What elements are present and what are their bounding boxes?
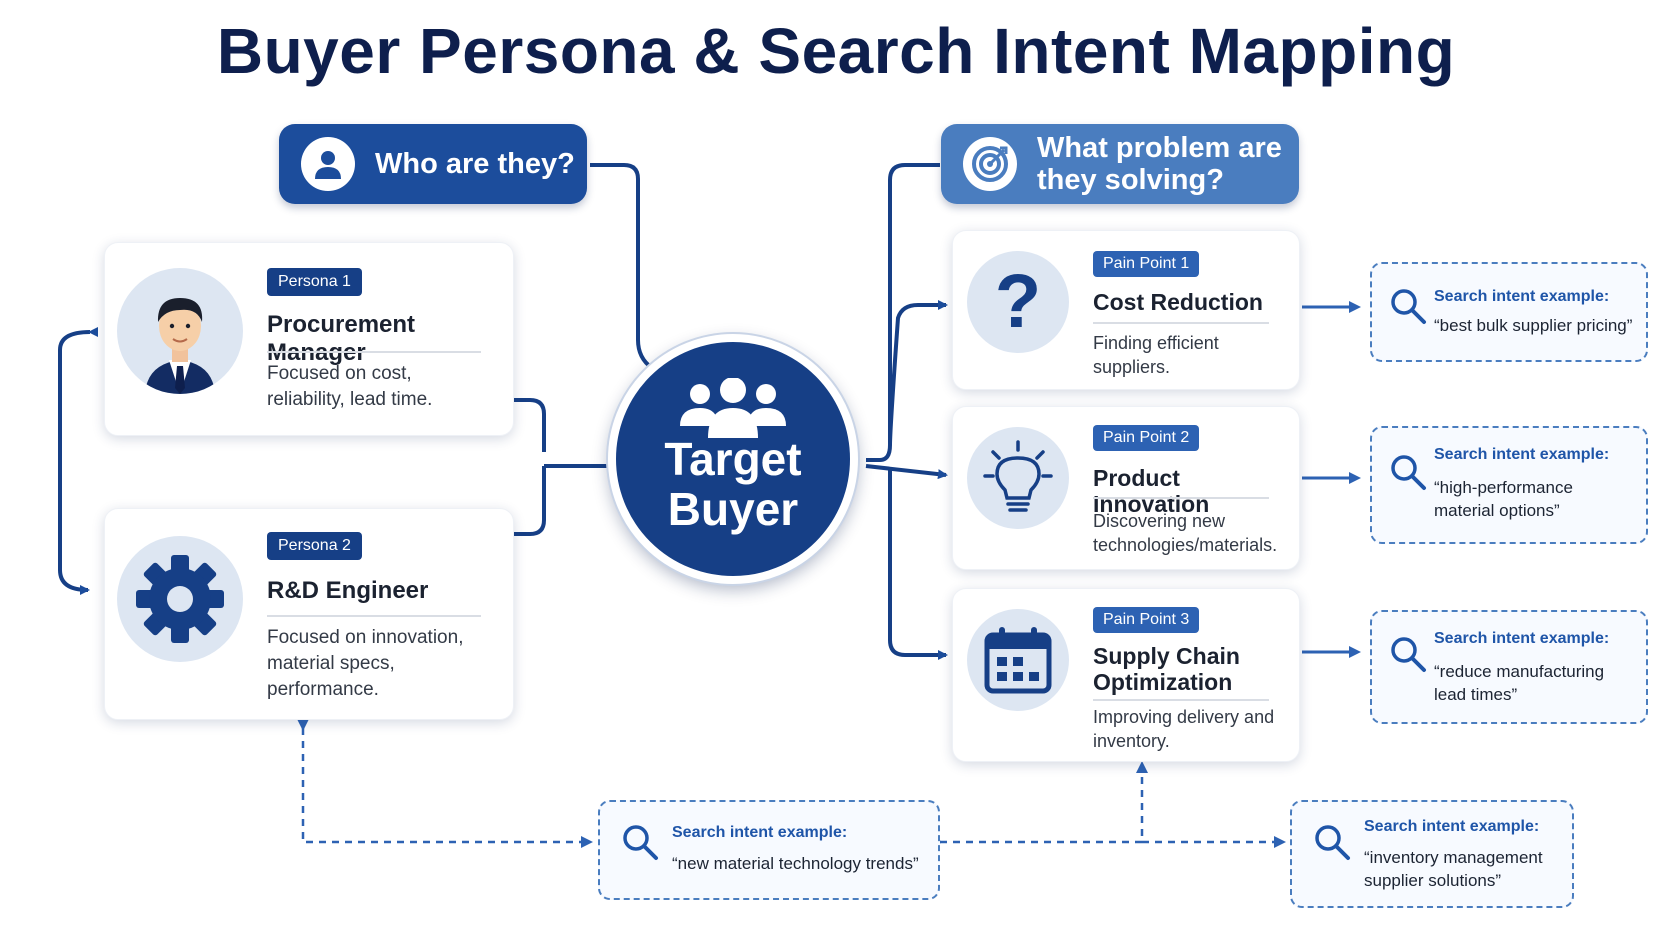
search-intent-3-line2: lead times”	[1434, 685, 1518, 704]
persona-2-desc-line1: Focused on innovation,	[267, 627, 464, 648]
pain-point-3-desc-line2: inventory.	[1093, 731, 1170, 751]
what-problem-line2: they solving?	[1037, 164, 1224, 196]
search-intent-4-query: “new material technology trends”	[672, 852, 919, 875]
target-icon	[963, 137, 1017, 191]
group-icon	[678, 377, 788, 438]
search-icon	[1391, 455, 1426, 490]
pain-point-1-badge: Pain Point 1	[1093, 251, 1200, 277]
search-intent-4-line1: “new material technology trends”	[672, 854, 919, 873]
pain-point-2-title: Product Innovation	[1093, 465, 1210, 517]
divider	[1093, 322, 1269, 324]
hub-to-pain2-line	[865, 464, 948, 480]
pain-point-1-title: Cost Reduction	[1093, 289, 1263, 315]
search-icon	[1391, 289, 1426, 324]
pain-point-2-desc-line1: Discovering new	[1093, 511, 1226, 531]
search-intent-box-5: Search intent example: “inventory manage…	[1290, 800, 1574, 908]
pain-point-2-description: Discovering new technologies/materials.	[1093, 509, 1277, 557]
gear-icon	[117, 536, 243, 662]
pain-point-3-title: Supply Chain Optimization	[1093, 643, 1240, 695]
pain-point-1-desc-line1: Finding efficient	[1093, 333, 1219, 353]
page-title: Buyer Persona & Search Intent Mapping	[216, 15, 1456, 87]
persona-loop-line	[58, 326, 99, 595]
businessman-avatar-icon	[117, 268, 243, 394]
divider	[267, 351, 481, 353]
persona2-to-hub-line	[514, 466, 546, 536]
persona-card-procurement-manager: Persona 1 Procurement Manager Focused on…	[104, 242, 514, 436]
divider	[1093, 699, 1269, 701]
intent-to-pain3-dashed-line	[931, 761, 1148, 848]
search-intent-box-1: Search intent example: “best bulk suppli…	[1370, 262, 1648, 362]
search-icon	[1315, 825, 1350, 860]
search-icon	[1391, 637, 1426, 672]
search-intent-5-line2: supplier solutions”	[1364, 871, 1502, 890]
pain-point-1-desc-line2: suppliers.	[1093, 357, 1171, 377]
search-intent-box-2: Search intent example: “high-performance…	[1370, 426, 1648, 544]
pain-point-3-description: Improving delivery and inventory.	[1093, 705, 1274, 753]
persona-2-desc-line3: performance.	[267, 679, 379, 700]
persona-2-description: Focused on innovation, material specs, p…	[267, 625, 463, 703]
persona-2-title: R&D Engineer	[267, 577, 429, 604]
pain-point-card-supply-chain: Pain Point 3 Supply Chain Optimization I…	[952, 588, 1300, 762]
pain-point-2-badge: Pain Point 2	[1093, 425, 1200, 451]
search-intent-3-query: “reduce manufacturing lead times”	[1434, 660, 1604, 706]
lightbulb-icon	[967, 427, 1069, 529]
pain-point-2-desc-line2: technologies/materials.	[1093, 535, 1278, 555]
pain-point-3-title-line2: Optimization	[1093, 669, 1233, 695]
who-are-they-header: Who are they?	[279, 124, 587, 204]
search-intent-1-line1: “best bulk supplier pricing”	[1434, 316, 1633, 335]
divider	[267, 615, 481, 617]
search-intent-5-label: Search intent example:	[1364, 818, 1540, 835]
what-problem-line1: What problem are	[1037, 132, 1282, 164]
search-intent-2-query: “high-performance material options”	[1434, 476, 1573, 522]
hub-to-what-line	[866, 163, 940, 462]
search-intent-5-line1: “inventory management	[1364, 848, 1543, 867]
persona1-to-hub-line	[514, 398, 546, 452]
calendar-icon	[967, 609, 1069, 711]
search-intent-1-label: Search intent example:	[1434, 288, 1610, 305]
search-intent-2-label: Search intent example:	[1434, 446, 1610, 463]
search-intent-2-line1: “high-performance	[1434, 478, 1573, 497]
hub-to-pain3-line	[888, 470, 948, 660]
search-intent-2-line2: material options”	[1434, 501, 1560, 520]
what-problem-header: What problem are they solving?	[941, 124, 1299, 204]
search-intent-3-line1: “reduce manufacturing	[1434, 662, 1605, 681]
question-mark-icon: ?	[967, 251, 1069, 353]
pain-point-card-cost-reduction: ? Pain Point 1 Cost Reduction Finding ef…	[952, 230, 1300, 390]
search-intent-box-3: Search intent example: “reduce manufactu…	[1370, 610, 1648, 724]
search-intent-box-4: Search intent example: “new material tec…	[598, 800, 940, 900]
search-intent-5-query: “inventory management supplier solutions…	[1364, 846, 1543, 892]
hub-line1: Target	[664, 433, 802, 485]
pain-point-1-description: Finding efficient suppliers.	[1093, 331, 1219, 379]
persona-2-badge: Persona 2	[267, 532, 362, 560]
pain-point-card-product-innovation: Pain Point 2 Product Innovation Discover…	[952, 406, 1300, 570]
search-intent-4-label: Search intent example:	[672, 824, 848, 841]
persona-1-title: Procurement Manager	[267, 311, 416, 366]
persona-card-rd-engineer: Persona 2 R&D Engineer Focused on innova…	[104, 508, 514, 720]
persona2-to-intent-dashed-line	[297, 719, 593, 848]
hub-label: Target Buyer	[616, 434, 850, 534]
who-are-they-label: Who are they?	[375, 148, 575, 180]
search-intent-1-query: “best bulk supplier pricing”	[1434, 314, 1632, 337]
hub-line2: Buyer	[667, 483, 799, 535]
persona-1-desc-line2: reliability, lead time.	[267, 389, 433, 410]
search-intent-3-label: Search intent example:	[1434, 630, 1610, 647]
pain-point-3-badge: Pain Point 3	[1093, 607, 1200, 633]
search-icon	[623, 825, 658, 860]
who-to-hub-line	[590, 163, 654, 370]
persona-2-desc-line2: material specs,	[267, 653, 395, 674]
persona-1-description: Focused on cost, reliability, lead time.	[267, 361, 432, 413]
what-problem-label: What problem are they solving?	[1037, 132, 1282, 196]
target-buyer-hub: Target Buyer	[608, 334, 858, 584]
divider	[1093, 497, 1269, 499]
pain-point-3-title-line1: Supply Chain	[1093, 643, 1240, 669]
persona-1-desc-line1: Focused on cost,	[267, 363, 412, 384]
pain-point-3-desc-line1: Improving delivery and	[1093, 707, 1275, 727]
user-icon	[301, 137, 355, 191]
hub-to-pain1-line	[888, 300, 948, 446]
persona-1-badge: Persona 1	[267, 268, 362, 296]
